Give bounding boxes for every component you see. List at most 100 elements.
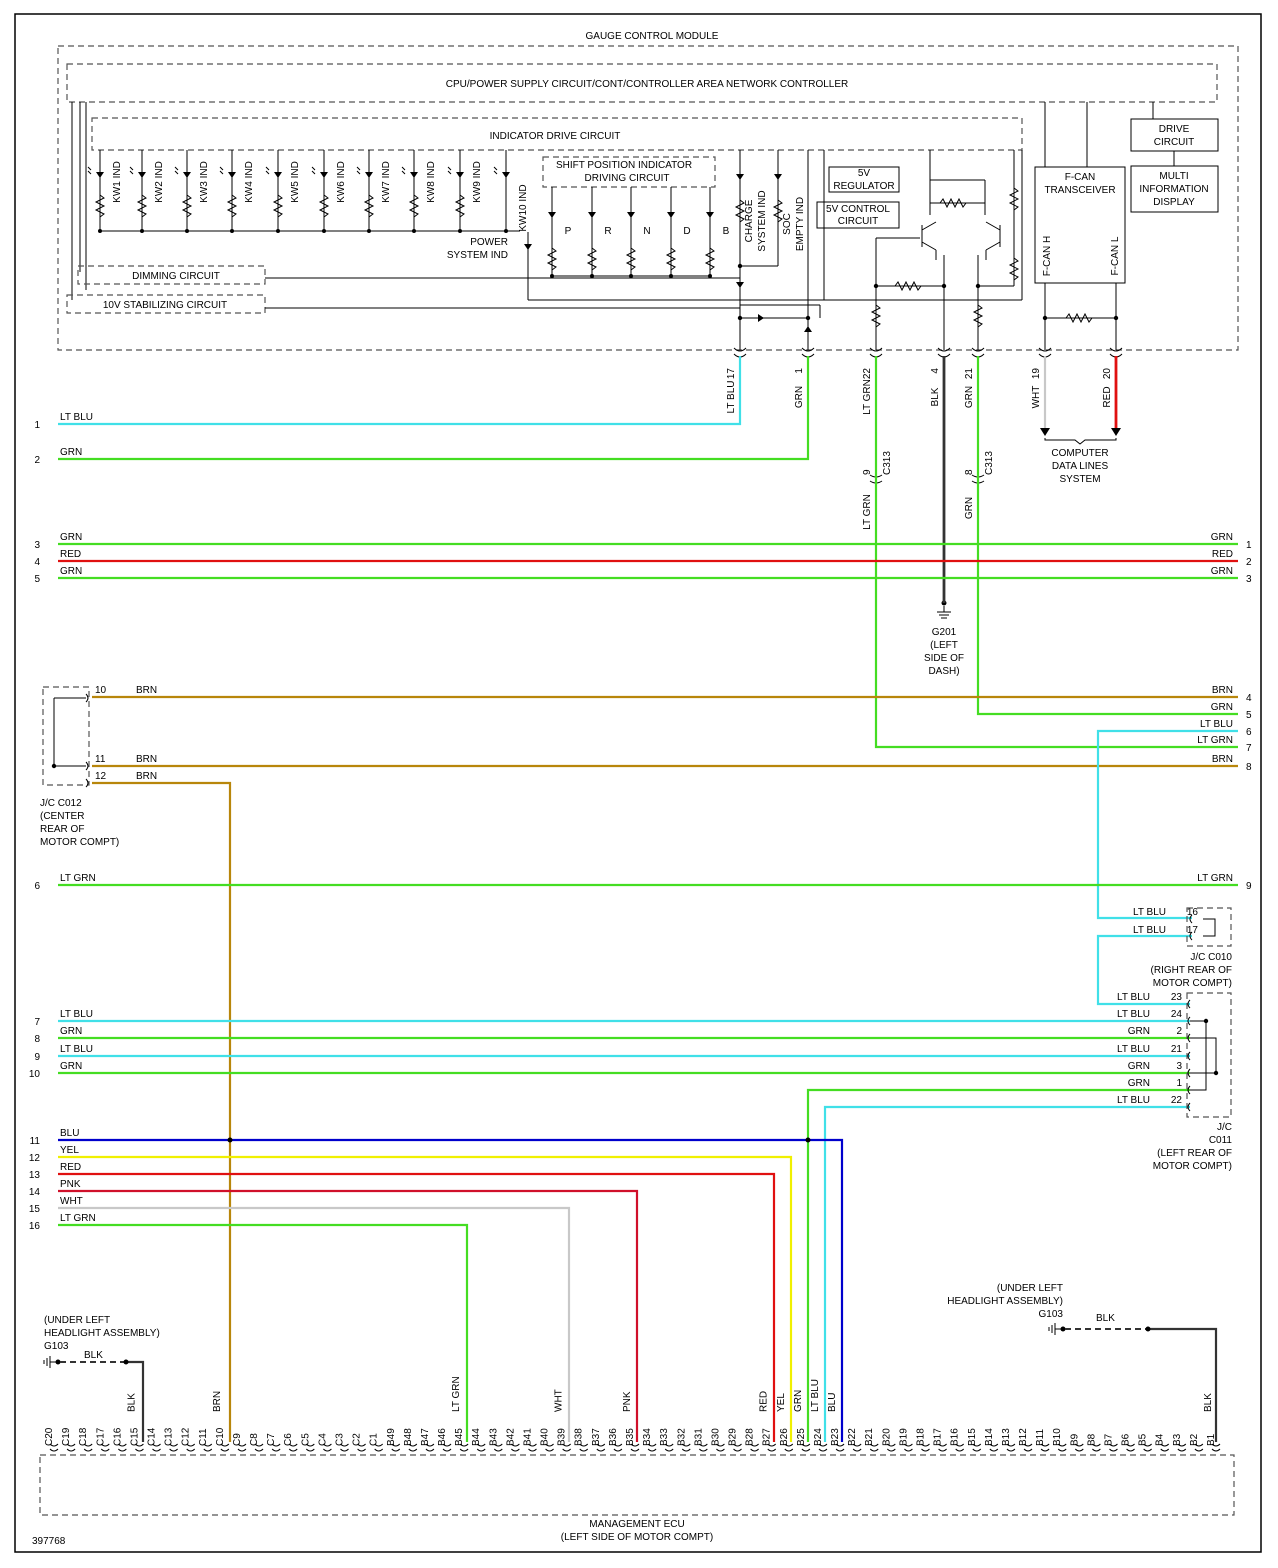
ecu-pin-icon — [442, 1443, 452, 1452]
led-icon — [274, 172, 282, 178]
left-wire-num: 12 — [29, 1153, 41, 1164]
stabilizing-circuit-box — [66, 294, 266, 314]
c011-pin-icon — [1187, 1033, 1191, 1043]
ecu-pin-label: C7 — [266, 1433, 277, 1446]
ecu-pin-label: B4 — [1155, 1433, 1166, 1446]
wire-lt-blu-6 — [1096, 729, 1238, 920]
ecu-pin-icon — [100, 1443, 110, 1452]
right-wire-num: 7 — [1246, 743, 1252, 754]
resistor-icon — [665, 247, 677, 271]
module-pin-color: BLK — [930, 387, 941, 406]
ecu-pin-label: B28 — [745, 1428, 756, 1446]
c011-pin-icon — [1187, 1051, 1191, 1061]
g103-right-line2: HEADLIGHT ASSEMBLY) — [947, 1296, 1063, 1307]
c011-pin-icon — [1187, 1068, 1191, 1078]
ecu-pin-icon — [613, 1443, 623, 1452]
ecu-pin-icon — [1023, 1443, 1033, 1452]
soc-led-icon — [774, 174, 782, 180]
power-ind-line1: POWER — [470, 237, 508, 248]
light-arrow-icon — [129, 166, 134, 175]
c012-pin-color: BRN — [136, 685, 157, 696]
charge-resistor-icon — [734, 199, 746, 223]
left-wire-num: 10 — [29, 1069, 41, 1080]
wire-blu-11 — [58, 1138, 844, 1442]
indicator-drive-label: INDICATOR DRIVE CIRCUIT — [490, 131, 621, 142]
ecu-pin-icon — [698, 1443, 708, 1452]
wire-layer — [58, 356, 1238, 1442]
c313-lower-color-b: GRN — [964, 497, 975, 519]
left-wire-color: LT GRN — [60, 873, 96, 884]
ecu-pin-label: C2 — [352, 1433, 363, 1446]
charge-ind-line2: SYSTEM IND — [757, 190, 768, 251]
computer-data-lines: COMPUTER DATA LINES SYSTEM — [1040, 428, 1121, 485]
ecu-wire-color: PNK — [622, 1391, 633, 1412]
c012-pin-num: 10 — [95, 685, 107, 696]
left-wire-num: 14 — [29, 1187, 41, 1198]
ecu-pin-icon — [203, 1443, 213, 1452]
jc-c010-label-3: MOTOR COMPT) — [1153, 978, 1232, 989]
jc-c012: J/C C012 (CENTER REAR OF MOTOR COMPT) — [40, 686, 119, 848]
ecu-pin-label: B11 — [1035, 1429, 1046, 1446]
c011-pin-num: 24 — [1171, 1009, 1183, 1020]
jc-c010-label-2: (RIGHT REAR OF — [1151, 965, 1232, 976]
ecu-pin-icon — [49, 1443, 59, 1452]
ground-icon — [937, 606, 951, 619]
ecu-pin-icon — [647, 1443, 657, 1452]
ecu-pin-icon — [664, 1443, 674, 1452]
ecu-pin-label: B30 — [710, 1428, 721, 1446]
ecu-pin-icon — [886, 1443, 896, 1452]
soc-ind-line1: SOC — [782, 213, 793, 235]
jc-c012-label-3: REAR OF — [40, 824, 84, 835]
g103-right-wire-label: BLK — [1096, 1313, 1115, 1324]
ecu-pin-icon — [921, 1443, 930, 1452]
left-wire-num: 16 — [29, 1221, 41, 1232]
jc-c012-label-1: J/C C012 — [40, 798, 82, 809]
wire-pnk-14 — [58, 1189, 639, 1442]
gauge-control-module: GAUGE CONTROL MODULE CPU/POWER SUPPLY CI… — [57, 31, 1239, 351]
right-wire-num: 6 — [1246, 727, 1252, 738]
ecu-wire-color: LT BLU — [810, 1379, 821, 1412]
light-arrow-icon — [356, 166, 361, 175]
left-wire-color: LT GRN — [60, 1213, 96, 1224]
wire-lt-grn-16 — [58, 1223, 469, 1442]
ecu-pin-label: B13 — [1001, 1428, 1012, 1446]
ecu-pin-label: B1 — [1206, 1433, 1217, 1446]
led-icon — [320, 172, 328, 178]
left-wire-color: BLU — [60, 1128, 79, 1139]
ecu-pin-icon — [801, 1443, 811, 1452]
ecu-pin-label: C1 — [369, 1433, 380, 1446]
left-wire-num: 8 — [34, 1034, 40, 1045]
wire-junction-dot — [805, 1137, 811, 1143]
regulator-line1: 5V — [858, 168, 871, 179]
wire-lt-blu-c010-17 — [1096, 934, 1192, 1006]
module-outline — [57, 45, 1239, 351]
kw-junction-dot — [276, 229, 280, 233]
wire-lt-blu-17 — [58, 356, 742, 426]
shift-junction-dot — [629, 274, 633, 278]
jc-c010: J/C C010 (RIGHT REAR OF MOTOR COMPT) — [1151, 907, 1232, 989]
light-arrow-icon — [87, 166, 92, 175]
c313-connector: 9 C313 8 C313 LT GRN GRN — [862, 451, 995, 530]
shift-letter-1: R — [604, 226, 611, 237]
left-wire-color: RED — [60, 1162, 81, 1173]
jc-c011-label-1: J/C — [1217, 1122, 1232, 1133]
ecu-pin-icon — [818, 1443, 828, 1452]
jc-c010-label-1: J/C C010 — [1190, 952, 1232, 963]
kw-junction-dot — [322, 229, 326, 233]
ecu-pin-label: B8 — [1086, 1433, 1097, 1446]
resistor-icon — [181, 194, 193, 218]
right-wire-color: LT GRN — [1197, 735, 1233, 746]
c010-pin-color: LT BLU — [1133, 925, 1166, 936]
led-icon — [183, 172, 191, 178]
light-arrow-icon — [265, 166, 270, 175]
c011-pin-color: LT BLU — [1117, 1095, 1150, 1106]
resistor-icon — [546, 247, 558, 271]
resistor-icon — [586, 247, 598, 271]
kw-junction-dot — [458, 229, 462, 233]
ecu-pin-label: B18 — [916, 1428, 927, 1446]
c012-pin-color: BRN — [136, 754, 157, 765]
data-line-arrow-right-icon — [1111, 428, 1121, 436]
jc-c011-label-2: C011 — [1209, 1135, 1233, 1146]
ecu-wire-color: YEL — [776, 1393, 787, 1412]
